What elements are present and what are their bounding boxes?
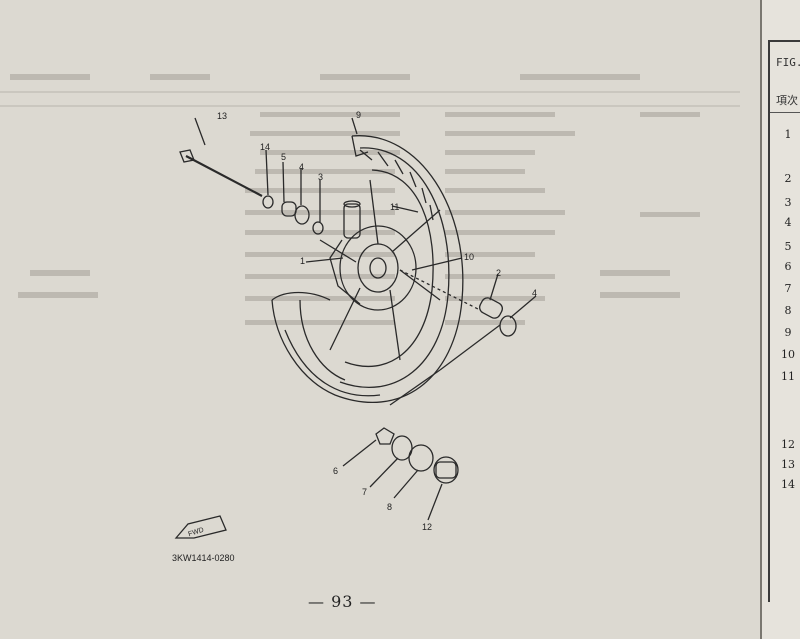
left-page: 13 14 5 4 3 9 11 1 10 2 4 6 7 8 12 FWD 3… xyxy=(0,0,760,639)
item-number: 3 xyxy=(784,196,792,209)
callout-1: 1 xyxy=(300,256,305,266)
hub xyxy=(339,225,417,311)
callout-10: 10 xyxy=(464,252,474,262)
callout-14: 14 xyxy=(260,142,270,152)
item-number: 5 xyxy=(784,240,792,253)
callout-11: 11 xyxy=(390,202,399,212)
callout-3: 3 xyxy=(318,172,323,182)
callout-12: 12 xyxy=(422,522,432,532)
fwd-arrow xyxy=(174,515,227,539)
item-number: 7 xyxy=(784,282,792,295)
axle xyxy=(185,155,263,197)
callout-7: 7 xyxy=(362,487,367,497)
item-number: 6 xyxy=(784,260,792,273)
tire xyxy=(271,135,464,404)
item-number: 1 xyxy=(784,128,792,141)
fig-label: FIG. xyxy=(776,56,800,69)
fwd-label: FWD xyxy=(187,527,204,539)
exploded-wheel-diagram: 13 14 5 4 3 9 11 1 10 2 4 6 7 8 12 FWD xyxy=(174,110,537,539)
header-rule xyxy=(770,112,800,113)
figure-code: 3KW1414-0280 xyxy=(172,553,235,563)
page-number: — 93 — xyxy=(308,592,377,611)
column-header: 項次 xyxy=(776,95,798,107)
callout-4-right: 4 xyxy=(532,288,537,298)
callout-5: 5 xyxy=(281,152,286,162)
callout-8: 8 xyxy=(387,502,392,512)
right-table-border xyxy=(768,40,800,602)
callout-6: 6 xyxy=(333,466,338,476)
item-number: 4 xyxy=(784,216,792,229)
callout-9: 9 xyxy=(356,110,361,120)
callout-2: 2 xyxy=(496,268,501,278)
item-number: 14 xyxy=(781,478,795,491)
item-number: 12 xyxy=(781,438,795,451)
item-number: 8 xyxy=(784,304,792,317)
item-number: 9 xyxy=(784,326,792,339)
item-number: 10 xyxy=(781,348,795,361)
item-number: 13 xyxy=(781,458,795,471)
callout-13: 13 xyxy=(217,111,227,121)
item-number: 2 xyxy=(784,172,792,185)
hub-boss xyxy=(343,203,361,239)
callout-4-left: 4 xyxy=(299,162,304,172)
item-number: 11 xyxy=(781,370,795,383)
